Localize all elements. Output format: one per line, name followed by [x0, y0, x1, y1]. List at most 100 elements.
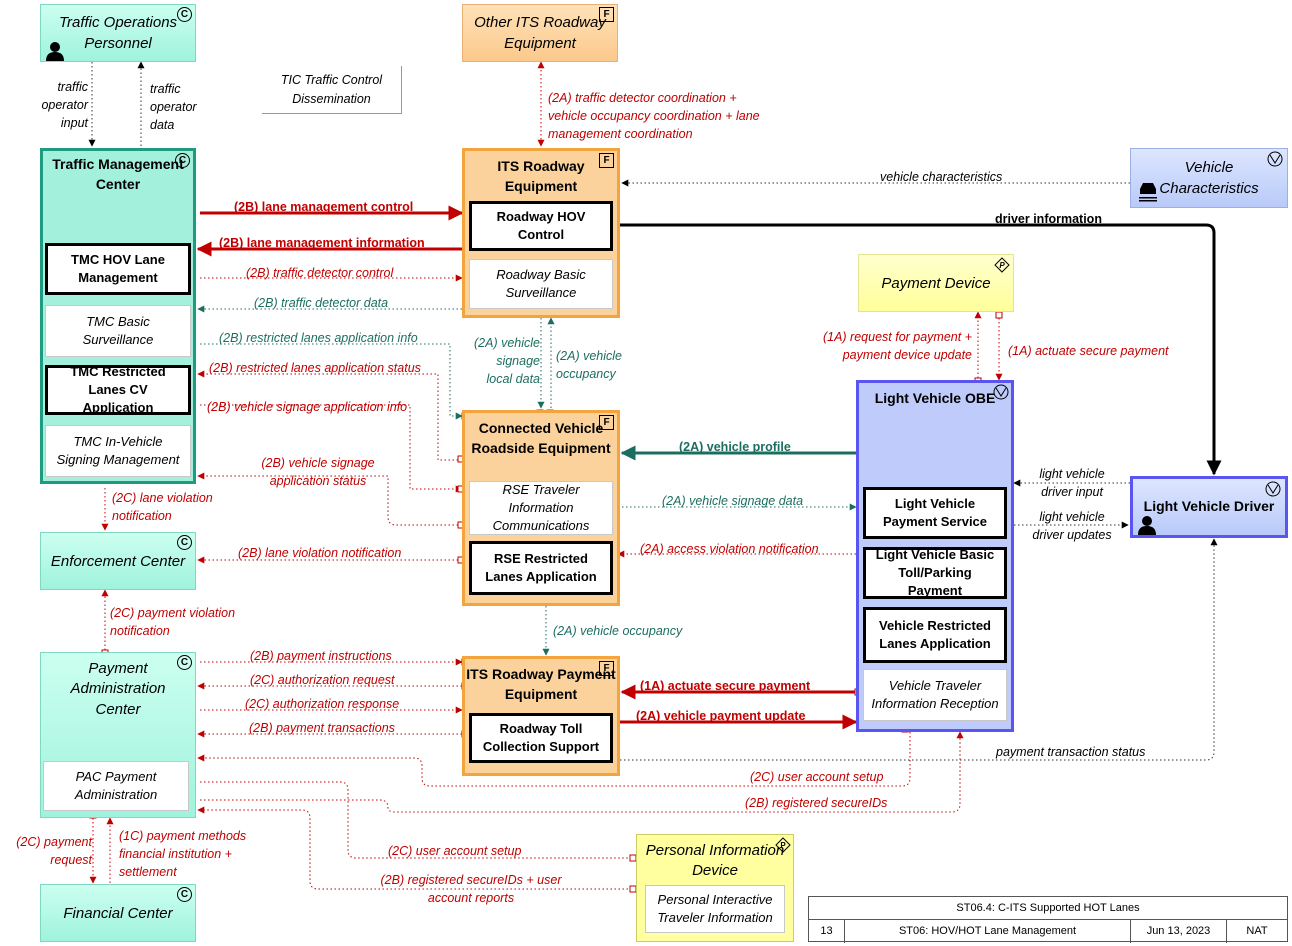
center-badge-icon: C [175, 153, 190, 168]
flow-label-lane-viol-2b: (2B) lane violation notification [238, 546, 402, 560]
entity-payment-device[interactable]: Payment Device P [858, 254, 1014, 312]
flow-label-user-acct-2c: (2C) user account setup [750, 770, 884, 784]
object-light-vehicle-basic-toll-parking[interactable]: Light Vehicle Basic Toll/Parking Payment [863, 547, 1007, 599]
object-light-vehicle-payment-service[interactable]: Light Vehicle Payment Service [863, 487, 1007, 539]
entity-other-its-roadway-equipment[interactable]: Other ITS Roadway Equipment F [462, 4, 618, 62]
flow-label-lv-updates: light vehicle driver updates [1032, 510, 1112, 543]
car-icon [1139, 183, 1157, 202]
flow-label-2a-other: (2A) traffic detector coordination + veh… [548, 91, 760, 142]
flow-label-op-input: traffic operator input [41, 80, 88, 131]
system-title: ITS Roadway Equipment [497, 158, 585, 194]
flow-label-lane-viol-2c: (2C) lane violation notification [112, 491, 213, 524]
object-tmc-in-vehicle-signing[interactable]: TMC In-Vehicle Signing Management [45, 425, 191, 477]
system-title: Light Vehicle OBE [874, 390, 996, 406]
flow-label-actuate-sp: (1A) actuate secure payment [640, 679, 811, 693]
person-icon [46, 42, 64, 61]
object-roadway-hov-control[interactable]: Roadway HOV Control [469, 201, 613, 251]
flow-label-reg-ids-reports: (2B) registered secureIDs + user account… [380, 873, 562, 906]
flow-label-vs-data: (2A) vehicle signage data [662, 494, 804, 508]
flow-line-pay-trans-status [620, 538, 1218, 761]
entity-label: Traffic Operations Personnel [58, 14, 178, 52]
system-title: Connected Vehicle Roadside Equipment [471, 420, 611, 456]
object-roadway-toll-collection-support[interactable]: Roadway Toll Collection Support [469, 713, 613, 763]
system-traffic-management-center[interactable]: Traffic Management Center C TMC HOV Lane… [40, 148, 196, 484]
flow-label-td-control: (2B) traffic detector control [246, 266, 394, 280]
system-connected-vehicle-roadside-equipment[interactable]: Connected Vehicle Roadside Equipment F R… [462, 410, 620, 606]
system-light-vehicle-obe[interactable]: Light Vehicle OBE Light Vehicle Payment … [856, 380, 1014, 732]
flow-line-reg-ids [200, 731, 964, 813]
object-tmc-hov-lane-management[interactable]: TMC HOV Lane Management [45, 243, 191, 295]
diagram-number: 13 [809, 919, 845, 943]
center-badge-icon: C [177, 887, 192, 902]
entity-enforcement-center[interactable]: Enforcement Center C [40, 532, 196, 590]
note-tic-traffic-control: TIC Traffic Control Dissemination [262, 66, 402, 114]
flow-label-op-data: traffic operator data [150, 82, 197, 133]
flow-line-vs-app-status [197, 472, 462, 526]
flow-label-lm-info: (2B) lane management information [219, 236, 425, 250]
flow-label-pay-instr: (2B) payment instructions [250, 649, 392, 663]
vehicle-badge-icon [1265, 481, 1281, 497]
object-roadway-basic-surveillance[interactable]: Roadway Basic Surveillance [469, 259, 613, 309]
object-vehicle-restricted-lanes-application[interactable]: Vehicle Restricted Lanes Application [863, 607, 1007, 663]
flow-line-rl-app-status [197, 370, 462, 461]
system-its-roadway-payment-equipment[interactable]: ITS Roadway Payment Equipment F Roadway … [462, 656, 620, 776]
diagram-subtitle: ST06: HOV/HOT Lane Management [845, 919, 1131, 943]
flow-label-vs-app-info: (2B) vehicle signage application info [207, 400, 408, 414]
diagram-date: Jun 13, 2023 [1131, 919, 1227, 943]
flow-label-access-viol: (2A) access violation notification [640, 542, 819, 556]
system-payment-administration-center[interactable]: Payment Administration Center C PAC Paym… [40, 652, 196, 818]
flow-label-auth-resp: (2C) authorization response [245, 697, 400, 711]
flow-label-user-acct-pid: (2C) user account setup [388, 844, 522, 858]
object-personal-interactive-traveler-info[interactable]: Personal Interactive Traveler Informatio… [645, 885, 785, 933]
entity-traffic-operations-personnel[interactable]: Traffic Operations Personnel C [40, 4, 196, 62]
flow-label-pay-trans: (2B) payment transactions [249, 721, 395, 735]
flow-line-reg-ids-reports [197, 806, 636, 890]
flow-label-auth-req: (2C) authorization request [250, 673, 395, 687]
entity-light-vehicle-driver[interactable]: Light Vehicle Driver [1130, 476, 1288, 538]
entity-label: Light Vehicle Driver [1143, 498, 1275, 515]
diagram-title: ST06.4: C-ITS Supported HOT Lanes [956, 902, 1140, 914]
object-pac-payment-administration[interactable]: PAC Payment Administration [43, 761, 189, 811]
object-tmc-basic-surveillance[interactable]: TMC Basic Surveillance [45, 305, 191, 357]
port [995, 311, 1003, 319]
personal-badge-icon: P [775, 837, 791, 853]
person-icon [1138, 516, 1156, 535]
flow-line-user-acct-2c [197, 732, 911, 787]
svg-text:P: P [780, 841, 786, 850]
system-personal-information-device[interactable]: Personal Information Device P Personal I… [636, 834, 794, 942]
flow-label-veh-pay-upd: (2A) vehicle payment update [636, 709, 806, 723]
flow-label-veh-profile: (2A) vehicle profile [679, 440, 791, 454]
svg-text:P: P [999, 261, 1005, 270]
field-badge-icon: F [599, 415, 614, 430]
flow-label-td-data: (2B) traffic detector data [254, 296, 389, 310]
entity-vehicle-characteristics[interactable]: Vehicle Characteristics [1130, 148, 1288, 208]
title-block: ST06.4: C-ITS Supported HOT Lanes 13 ST0… [808, 896, 1288, 943]
center-badge-icon: C [177, 655, 192, 670]
object-vehicle-traveler-info-reception[interactable]: Vehicle Traveler Information Reception [863, 669, 1007, 721]
entity-financial-center[interactable]: Financial Center C [40, 884, 196, 942]
entity-label: Payment Device [881, 274, 991, 292]
flow-label-veh-occ-down: (2A) vehicle occupancy [553, 624, 683, 638]
flow-label-reg-ids: (2B) registered secureIDs [745, 796, 888, 810]
object-tmc-restricted-lanes-cv[interactable]: TMC Restricted Lanes CV Application [45, 364, 191, 415]
entity-label: Financial Center [63, 904, 173, 922]
system-title: Payment Administration Center [70, 660, 166, 718]
object-rse-traveler-info-communications[interactable]: RSE Traveler Information Communications [469, 481, 613, 535]
flow-line-rl-app-info [200, 343, 463, 420]
flow-label-pay-req: (2C) payment request [16, 835, 92, 868]
center-badge-icon: C [177, 7, 192, 22]
flow-label-driver-info: driver information [995, 212, 1102, 226]
object-rse-restricted-lanes-application[interactable]: RSE Restricted Lanes Application [469, 541, 613, 595]
personal-badge-icon: P [994, 257, 1010, 273]
entity-label: Vehicle Characteristics [1159, 159, 1259, 197]
diagram-scope: NAT [1246, 925, 1268, 937]
system-its-roadway-equipment[interactable]: ITS Roadway Equipment F Roadway HOV Cont… [462, 148, 620, 318]
field-badge-icon: F [599, 7, 614, 22]
system-title: ITS Roadway Payment Equipment [466, 666, 616, 702]
vehicle-badge-icon [993, 384, 1009, 400]
flow-label-rl-app-status: (2B) restricted lanes application status [209, 361, 421, 375]
system-title: Traffic Management Center [52, 156, 184, 192]
flow-label-veh-char: vehicle characteristics [880, 170, 1003, 184]
flow-line-vs-app-info [200, 404, 463, 493]
